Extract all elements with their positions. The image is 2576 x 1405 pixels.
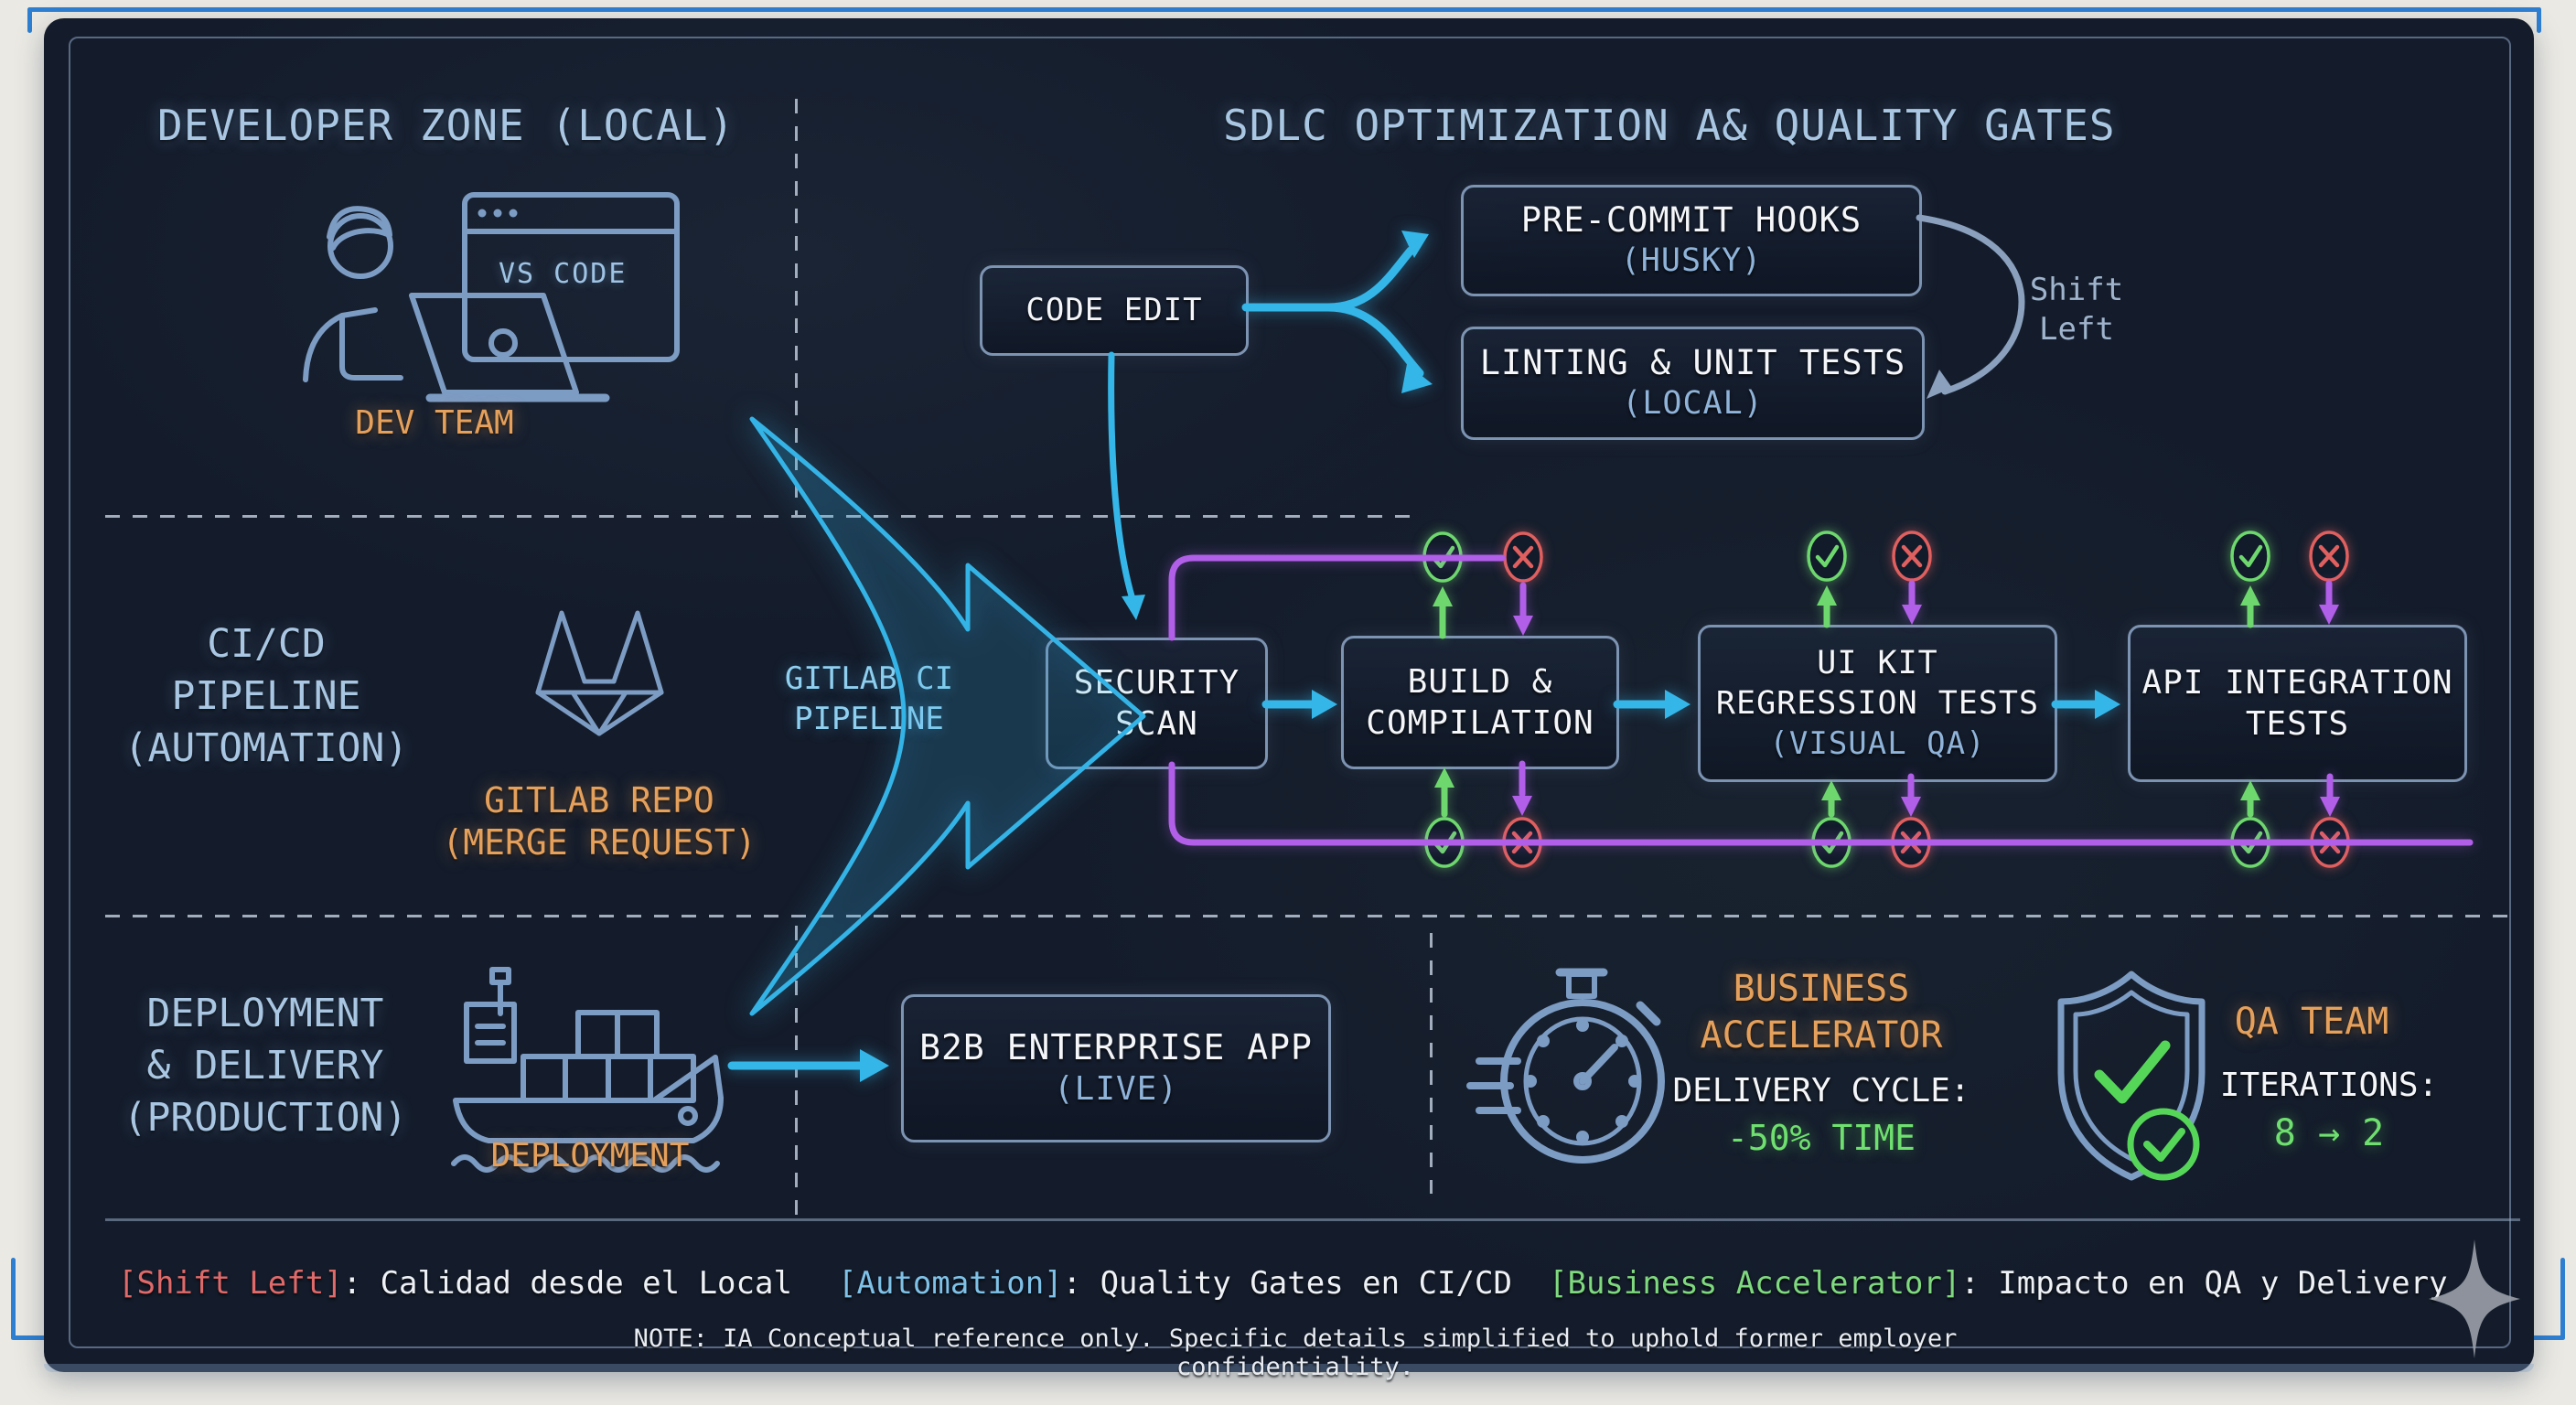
qa-iterations-label: ITERATIONS: xyxy=(2219,1067,2439,1104)
legend-shift-left-desc: : Calidad desde el Local xyxy=(342,1265,792,1302)
vs-code-label: VS CODE xyxy=(499,258,628,290)
developer-zone-title: DEVELOPER ZONE (LOCAL) xyxy=(157,101,735,150)
check-icon xyxy=(1806,530,1848,583)
api-integration-node: API INTEGRATION TESTS xyxy=(2128,625,2467,782)
cross-icon xyxy=(1891,530,1933,583)
gitlab-repo-label: GITLAB REPO (MERGE REQUEST) xyxy=(442,780,757,863)
pre-commit-node: PRE-COMMIT HOOKS (HUSKY) xyxy=(1461,185,1922,296)
cross-icon xyxy=(1502,531,1544,584)
cross-icon xyxy=(2309,816,2351,869)
divider-bottom-vertical-1 xyxy=(795,926,798,1218)
legend-automation: [Automation]: Quality Gates en CI/CD xyxy=(838,1265,1512,1302)
b2b-subtitle: (LIVE) xyxy=(1053,1070,1179,1108)
divider-row1 xyxy=(105,515,1422,518)
developer-workstation-icon xyxy=(303,192,680,402)
legend-business-accelerator-tag: [Business Accelerator] xyxy=(1549,1265,1961,1302)
build-compilation-node: BUILD & COMPILATION xyxy=(1341,636,1619,769)
cicd-zone-title: CI/CD PIPELINE (AUTOMATION) xyxy=(123,621,409,771)
check-icon xyxy=(2229,530,2271,583)
cross-icon xyxy=(2308,530,2350,583)
pre-commit-title: PRE-COMMIT HOOKS xyxy=(1520,200,1862,240)
uikit-regression-node: UI KIT REGRESSION TESTS (VISUAL QA) xyxy=(1698,625,2057,782)
top-left-frame-hook xyxy=(27,7,32,33)
legend-separator xyxy=(105,1218,2520,1221)
top-right-frame-hook xyxy=(2537,7,2541,33)
legend-automation-desc: : Quality Gates en CI/CD xyxy=(1062,1265,1512,1302)
uikit-subtitle: (VISUAL QA) xyxy=(1769,725,1986,762)
b2b-app-node: B2B ENTERPRISE APP (LIVE) xyxy=(901,994,1331,1142)
legend-automation-tag: [Automation] xyxy=(838,1265,1063,1302)
check-icon xyxy=(2229,816,2271,869)
confidentiality-note: NOTE: IA Conceptual reference only. Spec… xyxy=(633,1325,1958,1381)
stopwatch-icon xyxy=(1466,968,1665,1164)
qa-team-title: QA TEAM xyxy=(2234,1001,2389,1043)
cross-icon xyxy=(1890,816,1932,869)
dev-team-label: DEV TEAM xyxy=(355,404,514,442)
legend-business-accelerator: [Business Accelerator]: Impacto en QA y … xyxy=(1549,1265,2448,1302)
deployment-zone-title: DEPLOYMENT & DELIVERY (PRODUCTION) xyxy=(123,991,408,1141)
divider-bottom-vertical-2 xyxy=(1430,933,1433,1194)
code-edit-node: CODE EDIT xyxy=(980,265,1249,356)
bottom-left-bracket-v xyxy=(11,1258,16,1340)
divider-top-vertical xyxy=(795,99,798,515)
cross-icon xyxy=(1501,816,1543,869)
panel-bottom-highlight xyxy=(44,1364,2534,1372)
pre-commit-subtitle: (HUSKY) xyxy=(1620,242,1763,279)
legend-shift-left: [Shift Left]: Calidad desde el Local xyxy=(118,1265,792,1302)
check-icon xyxy=(1422,531,1464,584)
qa-shield-icon xyxy=(2057,971,2206,1181)
gitlab-ci-pipeline-label: GITLAB CI PIPELINE xyxy=(784,660,954,737)
divider-row2 xyxy=(105,915,2520,917)
security-scan-node: SECURITY SCAN xyxy=(1046,638,1268,769)
check-icon xyxy=(1810,816,1852,869)
legend-shift-left-tag: [Shift Left] xyxy=(118,1265,343,1302)
top-frame-line xyxy=(27,7,2541,12)
qa-iterations-value: 8 → 2 xyxy=(2273,1112,2385,1154)
code-edit-label: CODE EDIT xyxy=(1025,292,1203,328)
legend-business-accelerator-desc: : Impacto en QA y Delivery xyxy=(1960,1265,2448,1302)
check-icon xyxy=(1423,816,1465,869)
delivery-cycle-value: -50% TIME xyxy=(1727,1118,1916,1158)
sparkle-icon xyxy=(2429,1239,2520,1358)
cargo-ship-icon xyxy=(451,967,724,1173)
gitlab-icon xyxy=(535,610,664,736)
shift-left-label: Shift Left xyxy=(2029,272,2124,348)
linting-node: LINTING & UNIT TESTS (LOCAL) xyxy=(1461,327,1925,440)
linting-subtitle: (LOCAL) xyxy=(1622,385,1764,422)
sdlc-title: SDLC OPTIMIZATION A& QUALITY GATES xyxy=(1223,101,2116,150)
business-accelerator-title: BUSINESS ACCELERATOR xyxy=(1700,968,1943,1056)
bottom-right-bracket-v xyxy=(2560,1258,2565,1340)
linting-title: LINTING & UNIT TESTS xyxy=(1479,343,1906,382)
deployment-label: DEPLOYMENT xyxy=(490,1137,690,1174)
delivery-cycle-label: DELIVERY CYCLE: xyxy=(1672,1072,1970,1110)
